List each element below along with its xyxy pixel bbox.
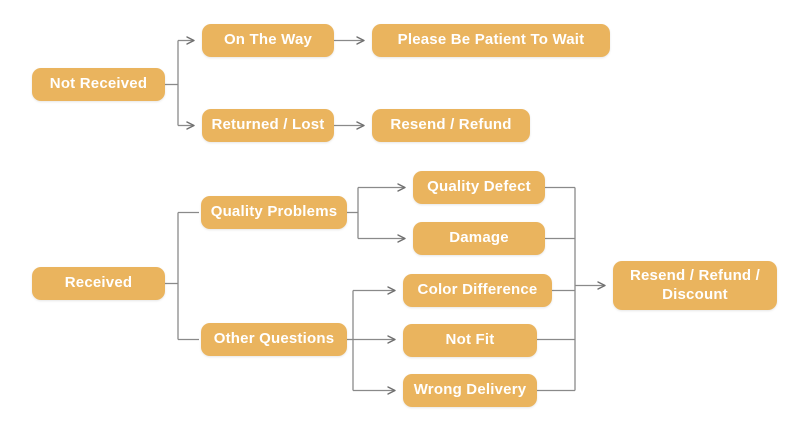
node-label: Wrong Delivery [413,381,527,399]
node-please-be-patient-to-wait[interactable]: Please Be Patient To Wait [372,24,610,57]
node-label: Not Fit [445,331,495,349]
node-label: Please Be Patient To Wait [397,31,585,49]
node-received[interactable]: Received [32,267,165,300]
node-label: Color Difference [417,281,538,299]
node-label: Received [64,274,133,292]
node-resend-refund[interactable]: Resend / Refund [372,109,530,142]
node-label: Other Questions [213,330,335,348]
node-damage[interactable]: Damage [413,222,545,255]
node-label: Damage [449,229,509,247]
node-other-questions[interactable]: Other Questions [201,323,347,356]
node-label: Returned / Lost [211,116,325,134]
node-not-fit[interactable]: Not Fit [403,324,537,357]
node-on-the-way[interactable]: On The Way [202,24,334,57]
node-quality-defect[interactable]: Quality Defect [413,171,545,204]
node-color-difference[interactable]: Color Difference [403,274,552,307]
node-resend-refund-discount[interactable]: Resend / Refund / Discount [613,261,777,310]
node-label: On The Way [223,31,313,49]
node-label: Resend / Refund [390,116,512,134]
node-label: Quality Defect [427,178,531,196]
node-label: Not Received [49,75,148,93]
node-label: Quality Problems [210,203,338,221]
node-quality-problems[interactable]: Quality Problems [201,196,347,229]
node-not-received[interactable]: Not Received [32,68,165,101]
node-label: Resend / Refund / Discount [629,266,761,303]
node-returned-lost[interactable]: Returned / Lost [202,109,334,142]
node-wrong-delivery[interactable]: Wrong Delivery [403,374,537,407]
